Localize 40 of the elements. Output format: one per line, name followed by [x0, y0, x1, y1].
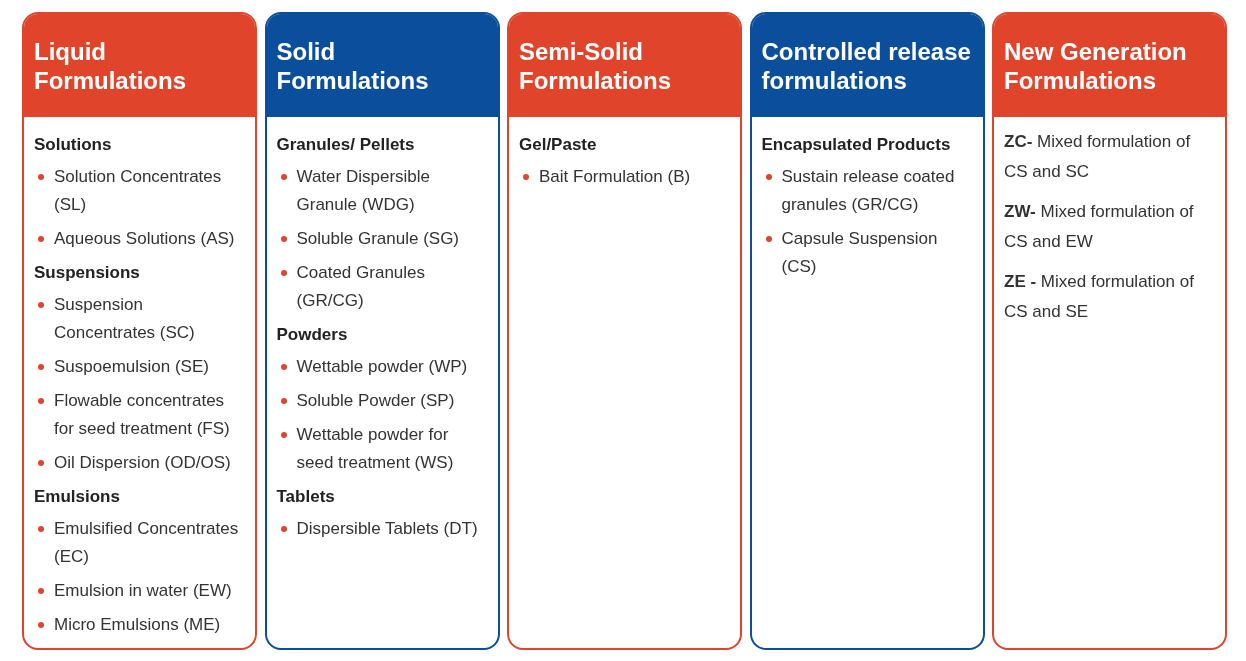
formulation-description: ZE - Mixed formulation of CS and SE: [1004, 271, 1195, 323]
formulation-description: ZC- Mixed formulation of CS and SC: [1004, 131, 1192, 183]
category-heading: Encapsulated Products: [761, 134, 952, 156]
category-heading: Suspensions: [34, 262, 141, 284]
list-item: Micro Emulsions (ME): [54, 614, 222, 636]
list-item: Water Dispersible Granule (WDG): [296, 166, 432, 216]
card-header: Controlled release formulations: [751, 14, 983, 117]
list-item: Aqueous Solutions (AS): [54, 228, 236, 250]
list-item: Emulsion in water (EW): [54, 580, 233, 602]
category-heading: Solutions: [34, 134, 113, 156]
category-heading: Powders: [276, 324, 349, 346]
list-item: Sustain release coated granules (GR/CG): [781, 166, 956, 216]
category-heading: Gel/Paste: [519, 134, 598, 156]
category-heading: Granules/ Pellets: [276, 134, 416, 156]
formulation-card: [507, 12, 742, 650]
card-header: New Generation Formulations: [994, 14, 1225, 117]
formulation-card: [22, 12, 257, 650]
list-item: Suspoemulsion (SE): [54, 356, 210, 378]
list-item: Suspension Concentrates (SC): [54, 294, 196, 344]
list-item: Soluble Granule (SG): [296, 228, 461, 250]
list-item: Capsule Suspension (CS): [781, 228, 939, 278]
list-item: Soluble Powder (SP): [296, 390, 456, 412]
list-item: Flowable concentrates for seed treatment (FS): [54, 390, 231, 440]
category-heading: Emulsions: [34, 486, 121, 508]
list-item: Coated Granules (GR/CG): [296, 262, 427, 312]
formulation-card: [749, 12, 985, 650]
formulation-description: ZW- Mixed formulation of CS and EW: [1004, 201, 1195, 253]
formulation-card: [992, 12, 1227, 650]
list-item: Dispersible Tablets (DT): [296, 518, 479, 540]
list-item: Solution Concentrates (SL): [54, 166, 223, 216]
card-header: Solid Formulations: [266, 14, 498, 117]
category-heading: Tablets: [276, 486, 336, 508]
list-item: Bait Formulation (B): [539, 166, 692, 188]
formulation-card: [264, 12, 500, 650]
list-item: Wettable powder (WP): [296, 356, 469, 378]
list-item: Wettable powder for seed treatment (WS): [296, 424, 455, 474]
list-item: Emulsified Concentrates (EC): [54, 518, 240, 568]
card-header: Semi-Solid Formulations: [509, 14, 740, 117]
list-item: Oil Dispersion (OD/OS): [54, 452, 232, 474]
card-header: Liquid Formulations: [24, 14, 255, 117]
